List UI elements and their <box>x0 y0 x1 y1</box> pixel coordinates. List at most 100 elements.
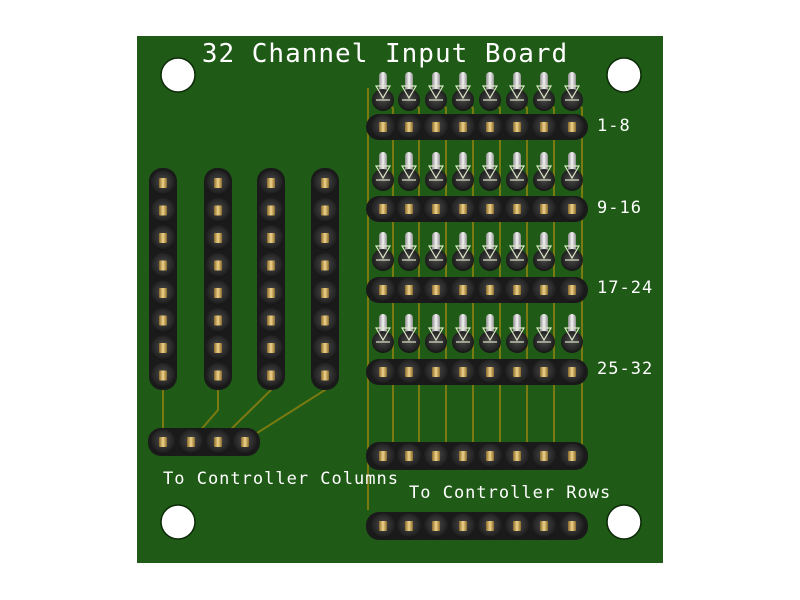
diode <box>533 232 555 271</box>
header-pin <box>205 363 231 388</box>
diode <box>425 232 447 271</box>
diode <box>372 314 394 353</box>
header-pin <box>258 225 284 251</box>
row-pad-strips <box>366 114 588 385</box>
diode <box>425 72 447 111</box>
label-controller-rows: To Controller Rows <box>409 483 611 503</box>
header-pin <box>150 198 176 223</box>
diode <box>479 72 501 111</box>
diode <box>398 72 420 111</box>
header-pin <box>150 308 176 333</box>
controller-connectors <box>148 428 588 540</box>
diode <box>533 152 555 191</box>
header-pin <box>150 363 176 388</box>
column-header <box>311 168 339 390</box>
header-pin <box>205 170 231 196</box>
header-pin <box>258 335 284 361</box>
column-header <box>257 168 285 390</box>
group-label-3: 17-24 <box>597 278 653 298</box>
controller-columns-connector <box>148 428 260 456</box>
group-label-4: 25-32 <box>597 359 653 379</box>
row-pin <box>504 114 530 140</box>
diode <box>425 152 447 191</box>
row-pin <box>477 196 503 222</box>
column-headers <box>149 168 339 390</box>
column-header <box>149 168 177 390</box>
diode <box>533 72 555 111</box>
header-pin <box>258 198 284 223</box>
board-title: 32 Channel Input Board <box>202 39 568 69</box>
row-pin <box>423 196 449 222</box>
row-pin <box>531 277 557 303</box>
row-pin <box>423 114 449 140</box>
diode <box>479 232 501 271</box>
header-pin <box>312 170 338 196</box>
diode <box>398 152 420 191</box>
diode-group <box>372 72 583 111</box>
header-pin <box>150 280 176 306</box>
header-pin <box>205 198 231 223</box>
row-pin <box>396 196 422 222</box>
diode <box>452 314 474 353</box>
row-pin <box>450 277 476 303</box>
header-pin <box>312 335 338 361</box>
row-pin <box>423 277 449 303</box>
connector-pin <box>477 443 503 469</box>
diode-array <box>372 72 583 353</box>
mounting-hole <box>160 504 196 540</box>
header-pin <box>150 335 176 361</box>
header-pin <box>205 335 231 361</box>
diode <box>452 72 474 111</box>
mounting-holes <box>160 57 642 540</box>
connector-pin <box>450 443 476 469</box>
diode <box>479 314 501 353</box>
row-pad-strip <box>366 359 588 385</box>
row-pin <box>559 114 585 140</box>
connector-pin <box>477 513 503 539</box>
controller-rows-connector-top <box>366 442 588 470</box>
diode-group <box>372 152 583 191</box>
diode <box>398 232 420 271</box>
header-pin <box>150 170 176 196</box>
header-pin <box>312 363 338 388</box>
connector-pin <box>396 513 422 539</box>
diode <box>561 314 583 353</box>
row-pin <box>450 114 476 140</box>
header-pin <box>258 280 284 306</box>
row-pin <box>559 196 585 222</box>
connector-pin <box>531 513 557 539</box>
header-pin <box>312 198 338 223</box>
header-pin <box>205 280 231 306</box>
row-pad-strip <box>366 196 588 222</box>
diode-group <box>372 314 583 353</box>
connector-pin <box>205 429 231 455</box>
row-pin <box>370 277 396 303</box>
diode <box>561 232 583 271</box>
connector-pin <box>370 513 396 539</box>
header-pin <box>258 170 284 196</box>
connector-pin <box>423 443 449 469</box>
header-pin <box>258 253 284 278</box>
diode <box>533 314 555 353</box>
diode <box>506 314 528 353</box>
diode <box>398 314 420 353</box>
controller-rows-connector-bottom <box>366 512 588 540</box>
row-pin <box>504 277 530 303</box>
connector-pin <box>559 513 585 539</box>
row-pin <box>559 359 585 385</box>
connector-pin <box>531 443 557 469</box>
row-pin <box>450 196 476 222</box>
row-pin <box>531 114 557 140</box>
diode <box>425 314 447 353</box>
header-pin <box>205 308 231 333</box>
connector-pin <box>232 429 258 455</box>
connector-pin <box>450 513 476 539</box>
diode <box>372 232 394 271</box>
diode <box>506 232 528 271</box>
diode <box>372 72 394 111</box>
header-pin <box>312 280 338 306</box>
mounting-hole <box>606 504 642 540</box>
header-pin <box>150 253 176 278</box>
header-pin <box>312 225 338 251</box>
